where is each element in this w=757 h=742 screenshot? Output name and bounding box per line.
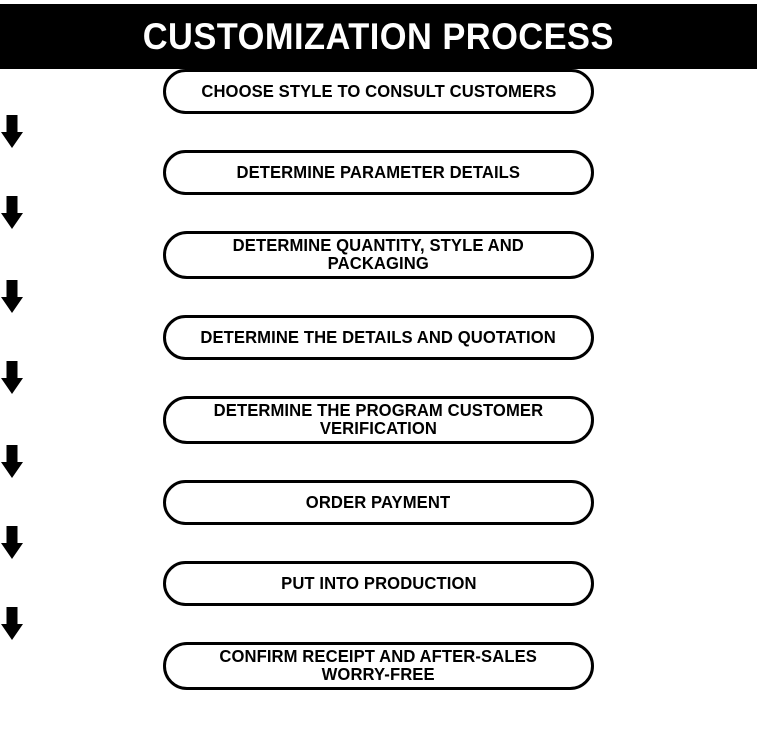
process-node-8-label: CONFIRM RECEIPT AND AFTER-SALES WORRY-FR… — [219, 646, 538, 684]
process-node-1[interactable]: CHOOSE STYLE TO CONSULT CUSTOMERS — [163, 69, 594, 114]
flow-step-7: PUT INTO PRODUCTION — [0, 561, 757, 606]
process-node-5[interactable]: DETERMINE THE PROGRAM CUSTOMER VERIFICAT… — [163, 396, 594, 444]
page-title: CUSTOMIZATION PROCESS — [142, 16, 615, 57]
arrow-down-icon-4 — [0, 360, 24, 396]
process-node-8[interactable]: CONFIRM RECEIPT AND AFTER-SALES WORRY-FR… — [163, 642, 594, 690]
process-flow: CHOOSE STYLE TO CONSULT CUSTOMERS DETERM… — [0, 69, 757, 742]
arrow-down-icon-7 — [0, 606, 24, 642]
flow-step-3: DETERMINE QUANTITY, STYLE AND PACKAGING — [0, 231, 757, 279]
process-node-3-label: DETERMINE QUANTITY, STYLE AND PACKAGING — [232, 235, 525, 273]
process-node-2[interactable]: DETERMINE PARAMETER DETAILS — [163, 150, 594, 195]
flow-step-6: ORDER PAYMENT — [0, 480, 757, 525]
flow-step-8: CONFIRM RECEIPT AND AFTER-SALES WORRY-FR… — [0, 642, 757, 690]
flow-step-1: CHOOSE STYLE TO CONSULT CUSTOMERS — [0, 69, 757, 114]
flow-step-5: DETERMINE THE PROGRAM CUSTOMER VERIFICAT… — [0, 396, 757, 444]
flow-step-2: DETERMINE PARAMETER DETAILS — [0, 150, 757, 195]
process-node-2-label: DETERMINE PARAMETER DETAILS — [236, 161, 521, 182]
process-node-1-label: CHOOSE STYLE TO CONSULT CUSTOMERS — [200, 80, 557, 101]
process-node-4-label: DETERMINE THE DETAILS AND QUOTATION — [200, 326, 557, 347]
process-node-7-label: PUT INTO PRODUCTION — [280, 572, 477, 593]
process-node-4[interactable]: DETERMINE THE DETAILS AND QUOTATION — [163, 315, 594, 360]
arrow-down-icon-5 — [0, 444, 24, 480]
process-node-3[interactable]: DETERMINE QUANTITY, STYLE AND PACKAGING — [163, 231, 594, 279]
arrow-down-icon-1 — [0, 114, 24, 150]
arrow-down-icon-3 — [0, 279, 24, 315]
header-banner: CUSTOMIZATION PROCESS — [0, 4, 757, 69]
flow-step-4: DETERMINE THE DETAILS AND QUOTATION — [0, 315, 757, 360]
process-node-7[interactable]: PUT INTO PRODUCTION — [163, 561, 594, 606]
process-node-6[interactable]: ORDER PAYMENT — [163, 480, 594, 525]
process-node-5-label: DETERMINE THE PROGRAM CUSTOMER VERIFICAT… — [213, 400, 544, 438]
arrow-down-icon-2 — [0, 195, 24, 231]
process-node-6-label: ORDER PAYMENT — [306, 491, 451, 512]
arrow-down-icon-6 — [0, 525, 24, 561]
